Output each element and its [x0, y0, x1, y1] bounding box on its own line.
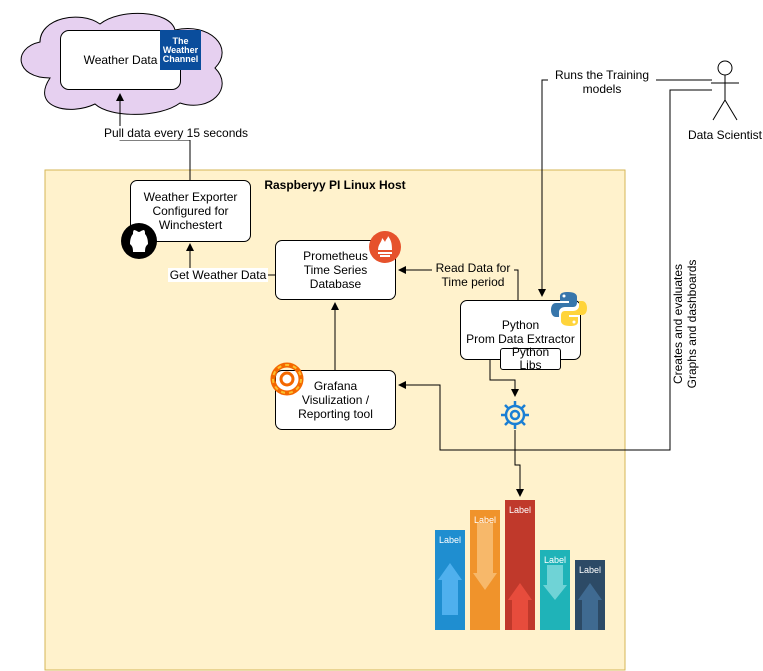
bars-infographic: [435, 500, 605, 630]
prometheus-label: Prometheus Time Series Database: [303, 249, 368, 291]
python-icon: [550, 290, 588, 331]
weather-exporter-node[interactable]: Weather Exporter Configured for Winchest…: [130, 180, 251, 242]
grafana-node[interactable]: Grafana Visulization / Reporting tool: [275, 370, 396, 430]
bar-3-label: Label: [508, 505, 532, 515]
grafana-icon: [270, 362, 304, 399]
github-icon: [120, 222, 158, 263]
bar-4-label: Label: [543, 555, 567, 565]
data-scientist-label: Data Scientist: [687, 128, 763, 142]
weather-exporter-label: Weather Exporter Configured for Winchest…: [143, 190, 238, 232]
prometheus-icon: [368, 230, 402, 267]
get-weather-label: Get Weather Data: [168, 268, 268, 282]
weather-data-label: Weather Data: [83, 53, 158, 67]
data-scientist-actor-icon: [711, 60, 739, 121]
host-title: Raspberyy PI Linux Host: [264, 178, 406, 192]
python-libs-box[interactable]: Python Libs: [500, 345, 561, 372]
bar-1-label: Label: [438, 535, 462, 545]
gear-icon: [499, 399, 531, 434]
bar-5-label: Label: [578, 565, 602, 575]
grafana-label: Grafana Visulization / Reporting tool: [298, 379, 373, 421]
creates-label: Creates and evaluates Graphs and dashboa…: [671, 259, 699, 389]
runs-training-label: Runs the Training models: [548, 68, 656, 96]
pull-label: Pull data every 15 seconds: [100, 126, 252, 140]
prometheus-node[interactable]: Prometheus Time Series Database: [275, 240, 396, 300]
python-libs-label: Python Libs: [511, 345, 550, 372]
weather-channel-logo: The Weather Channel: [160, 30, 201, 70]
read-data-label: Read Data for Time period: [432, 261, 514, 289]
bar-2-label: Label: [473, 515, 497, 525]
python-label: Python Prom Data Extractor: [466, 318, 575, 346]
